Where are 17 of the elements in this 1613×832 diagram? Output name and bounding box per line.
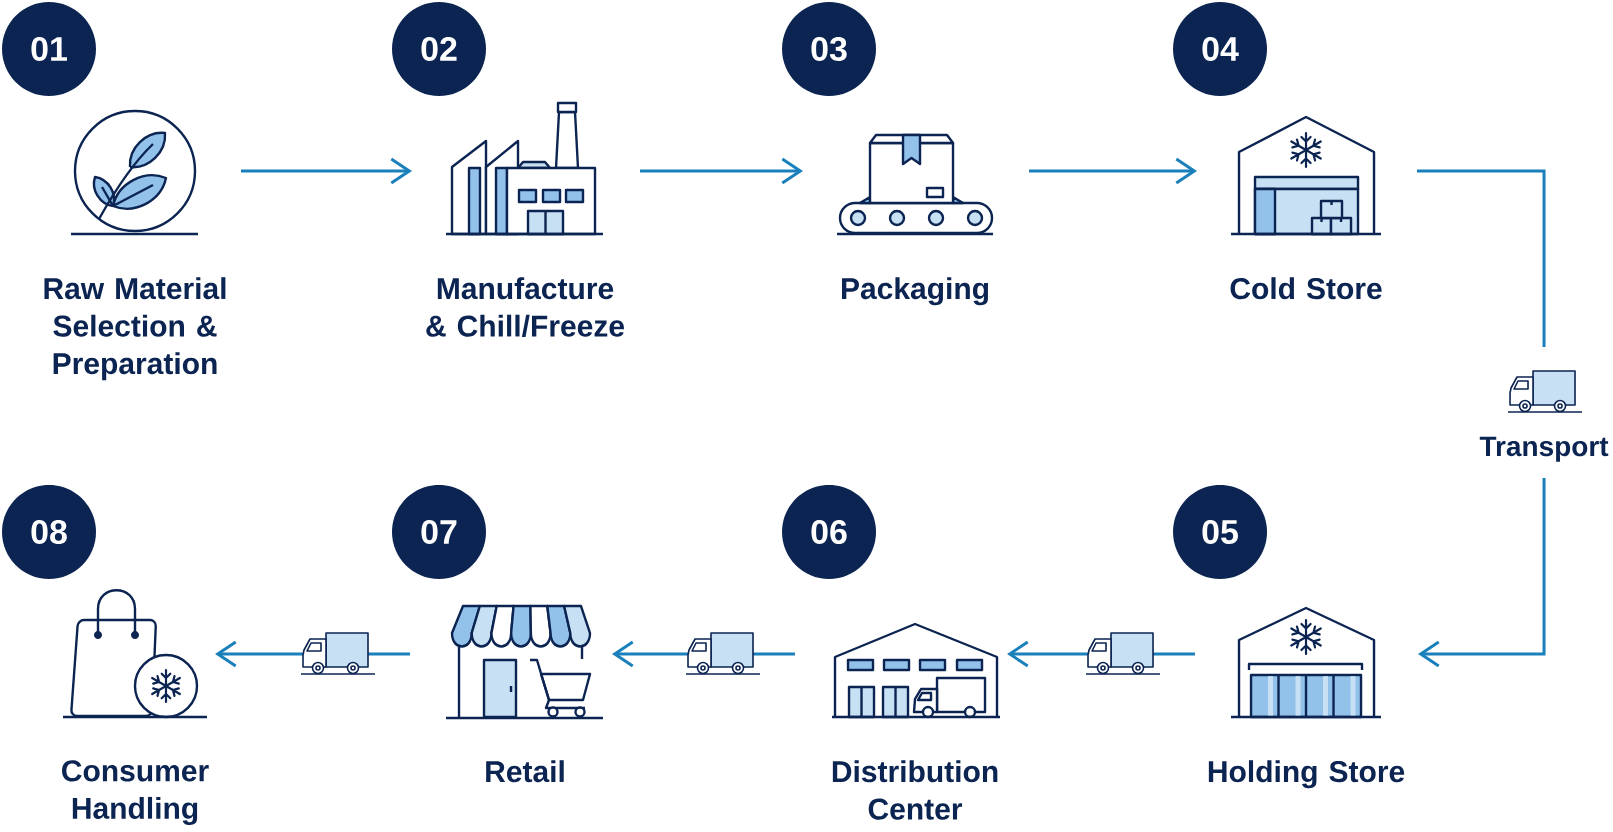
number-badge: 03 — [782, 2, 876, 96]
number-badge: 07 — [392, 485, 486, 579]
number-badge: 06 — [782, 485, 876, 579]
number-badge: 02 — [392, 2, 486, 96]
step-label: Cold Store — [1230, 277, 1382, 300]
step-label: Holding Store — [1208, 760, 1405, 789]
transport-label: Transport — [1479, 436, 1609, 462]
step-label: Consumer Handling — [62, 760, 209, 825]
number-badge: 01 — [2, 2, 96, 96]
step-label: Manufacture & Chill/Freeze — [426, 277, 624, 338]
step-label: Packaging — [842, 277, 989, 306]
number-badge: 04 — [1173, 2, 1267, 96]
step-label: Retail — [486, 760, 564, 783]
step-label: Raw Material Selection & Preparation — [44, 277, 226, 381]
number-badge: 08 — [2, 485, 96, 579]
number-badge: 05 — [1173, 485, 1267, 579]
step-label: Distribution Center — [832, 760, 998, 820]
